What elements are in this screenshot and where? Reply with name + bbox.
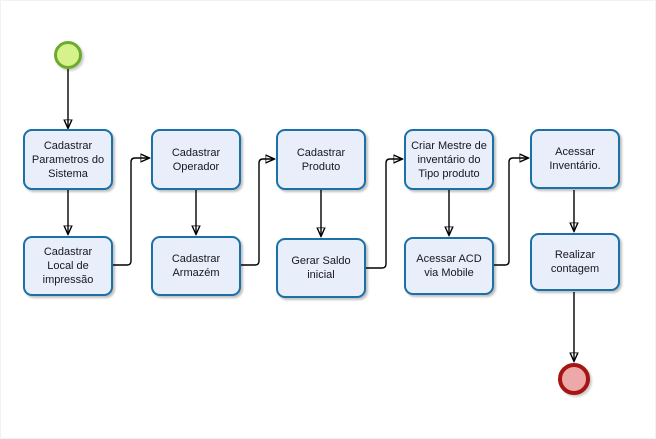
task-criar-mestre-inventario: Criar Mestre de inventário do Tipo produ… — [404, 129, 494, 190]
task-label: Cadastrar Local de impressão — [42, 246, 94, 286]
task-label: Cadastrar Operador — [171, 146, 221, 173]
connector-local-to-operador — [113, 158, 149, 266]
task-acessar-inventario: Acessar Inventário. — [530, 129, 620, 189]
connector-armazem-to-produto — [241, 159, 274, 266]
task-label: Acessar ACD via Mobile — [416, 253, 482, 279]
connector-acd-to-inventario — [494, 158, 528, 266]
task-acessar-acd-mobile: Acessar ACD via Mobile — [404, 237, 494, 295]
task-label: Cadastrar Armazém — [171, 253, 221, 279]
task-label: Realizar contagem — [550, 249, 600, 275]
task-cadastrar-armazem: Cadastrar Armazém — [151, 236, 241, 296]
task-label: Acessar Inventário. — [549, 146, 601, 172]
task-cadastrar-local-impressao: Cadastrar Local de impressão — [23, 236, 113, 296]
connector-saldo-to-mestre — [366, 159, 402, 269]
task-realizar-contagem: Realizar contagem — [530, 233, 620, 291]
task-cadastrar-parametros-sistema: Cadastrar Parametros do Sistema — [23, 129, 113, 190]
start-event-circle — [54, 41, 82, 69]
task-cadastrar-operador: Cadastrar Operador — [151, 129, 241, 190]
task-label: Gerar Saldo inicial — [291, 255, 351, 281]
task-label: Cadastrar Parametros do Sistema — [31, 139, 105, 180]
task-label: Criar Mestre de inventário do Tipo produ… — [411, 139, 487, 180]
task-gerar-saldo-inicial: Gerar Saldo inicial — [276, 238, 366, 298]
task-cadastrar-produto: Cadastrar Produto — [276, 129, 366, 190]
end-event-circle — [558, 363, 590, 395]
task-label: Cadastrar Produto — [296, 146, 346, 173]
